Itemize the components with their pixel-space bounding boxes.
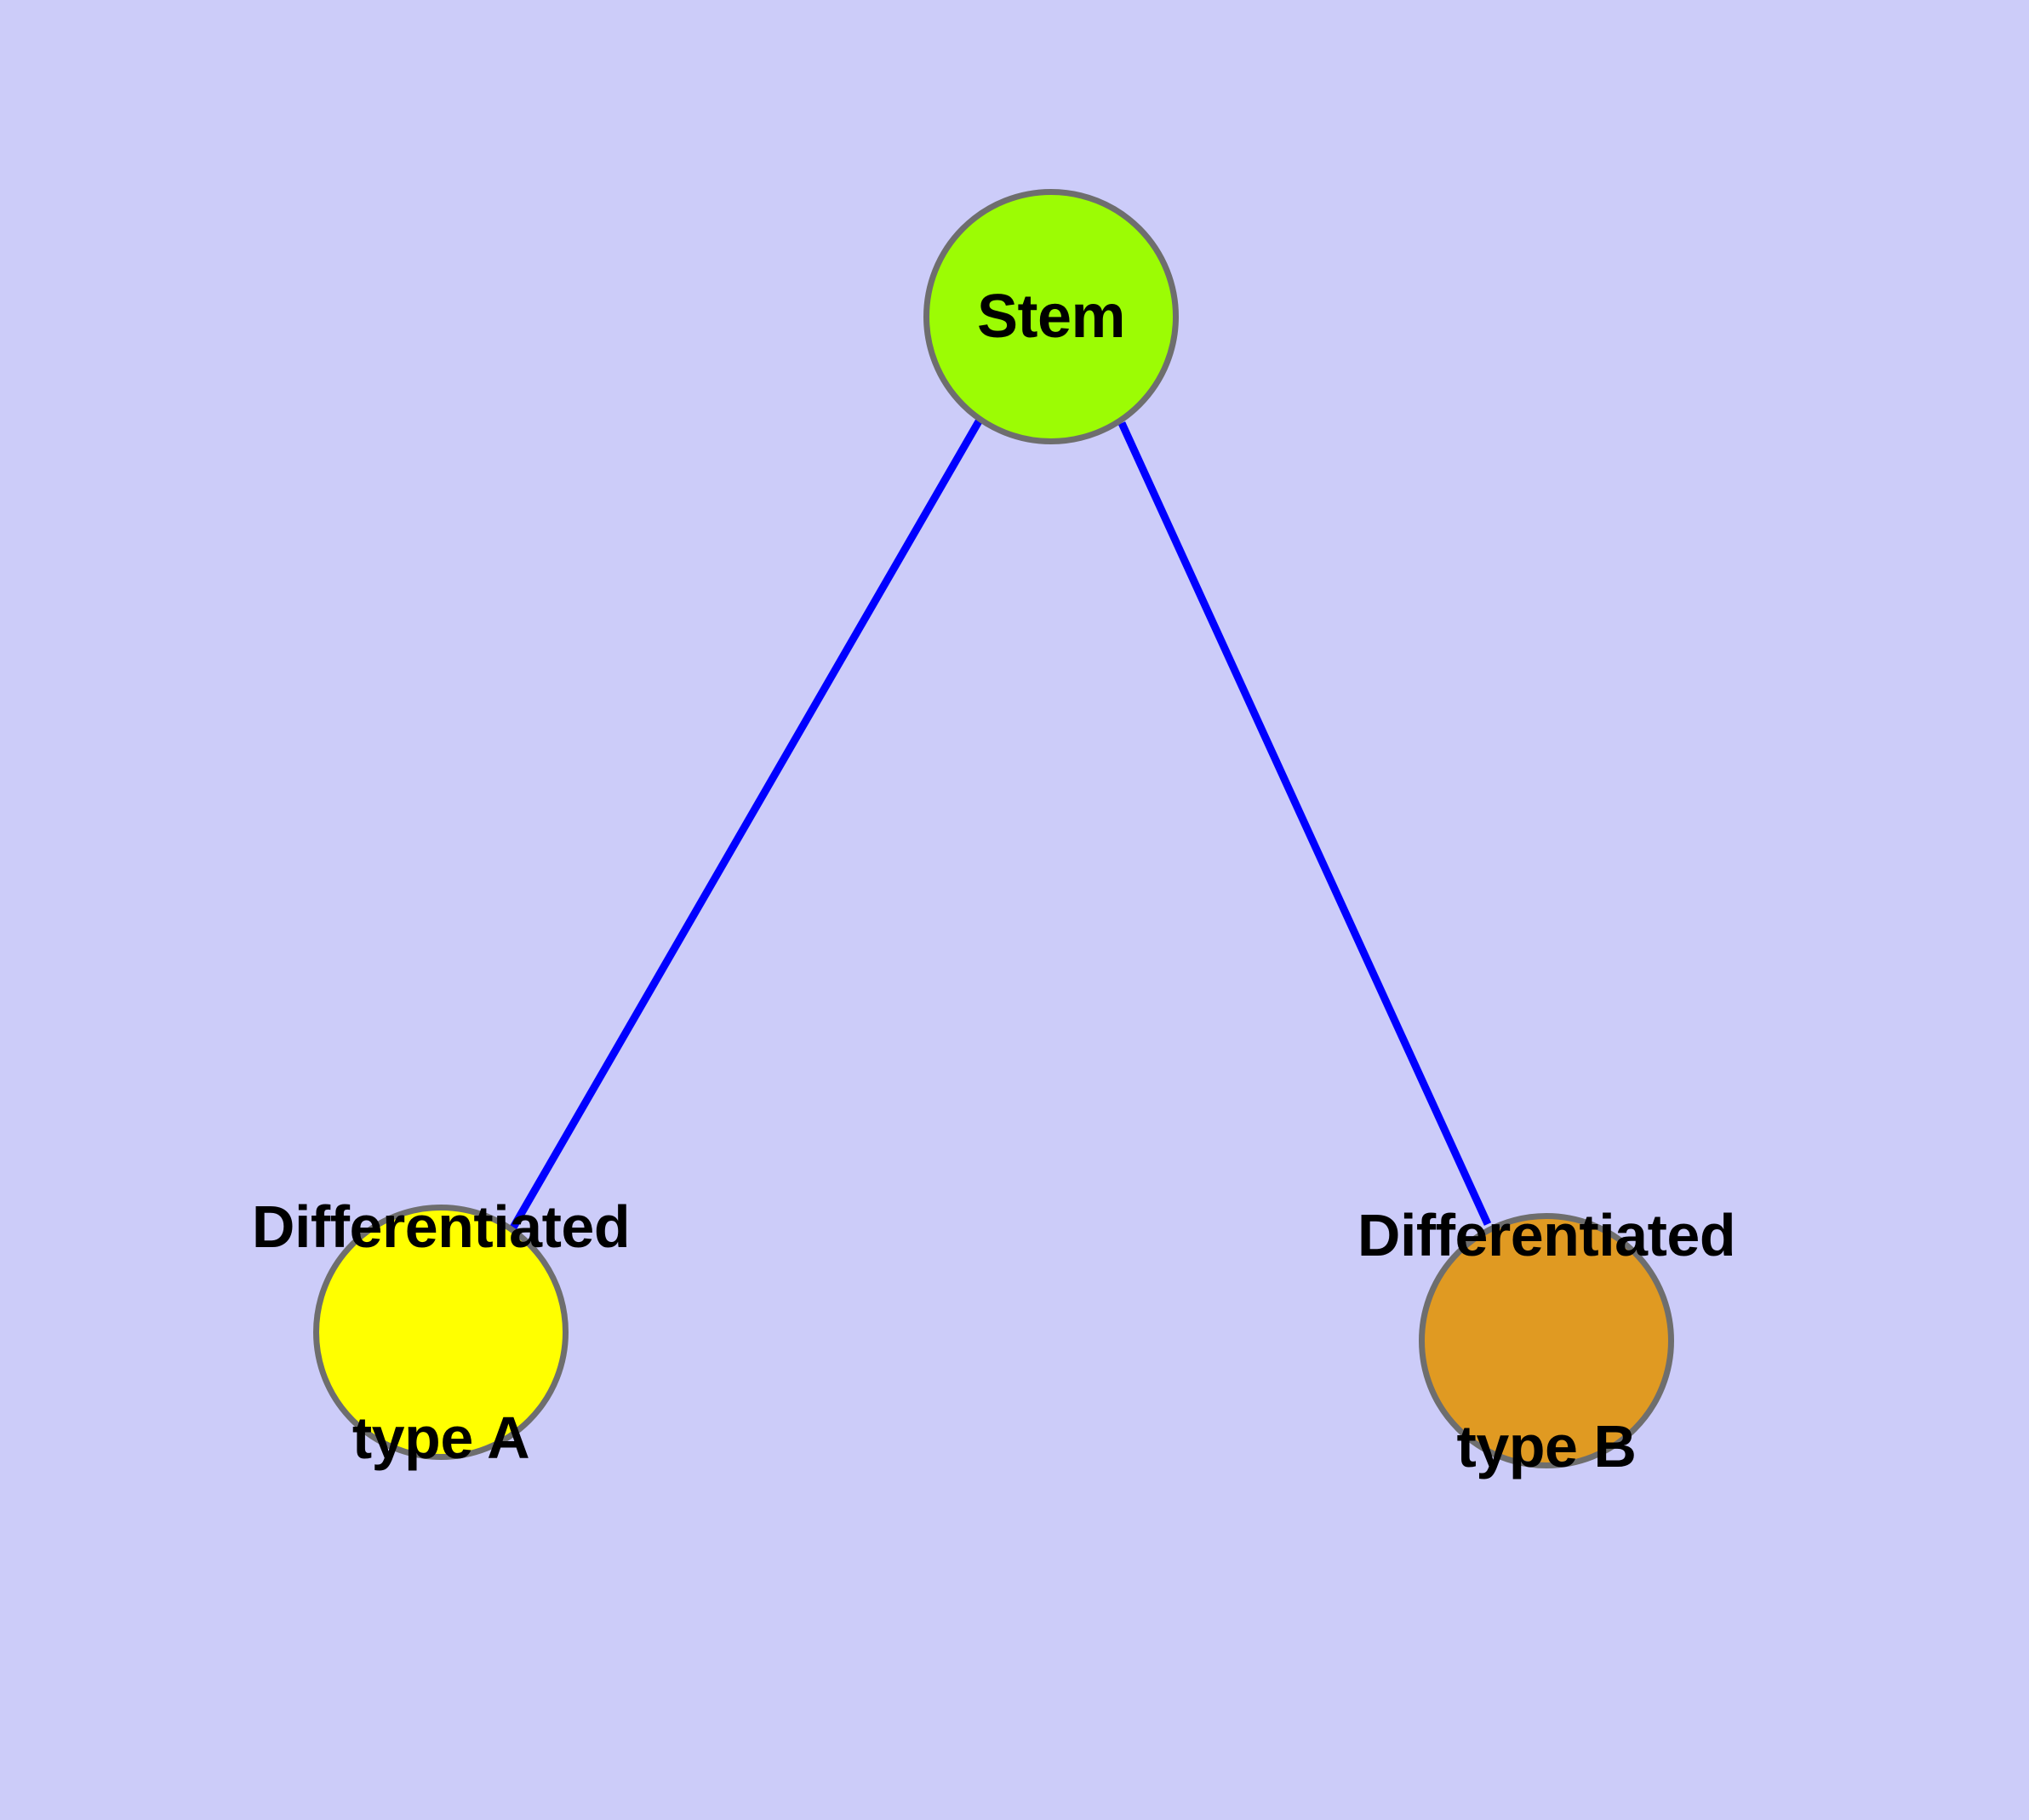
edge-stem-to-diff-a xyxy=(510,419,982,1230)
node-differentiated-type-b[interactable] xyxy=(1419,1213,1674,1468)
node-stem[interactable] xyxy=(923,189,1179,444)
edge-stem-to-diff-b xyxy=(1117,421,1492,1226)
node-differentiated-type-a[interactable] xyxy=(313,1205,569,1460)
